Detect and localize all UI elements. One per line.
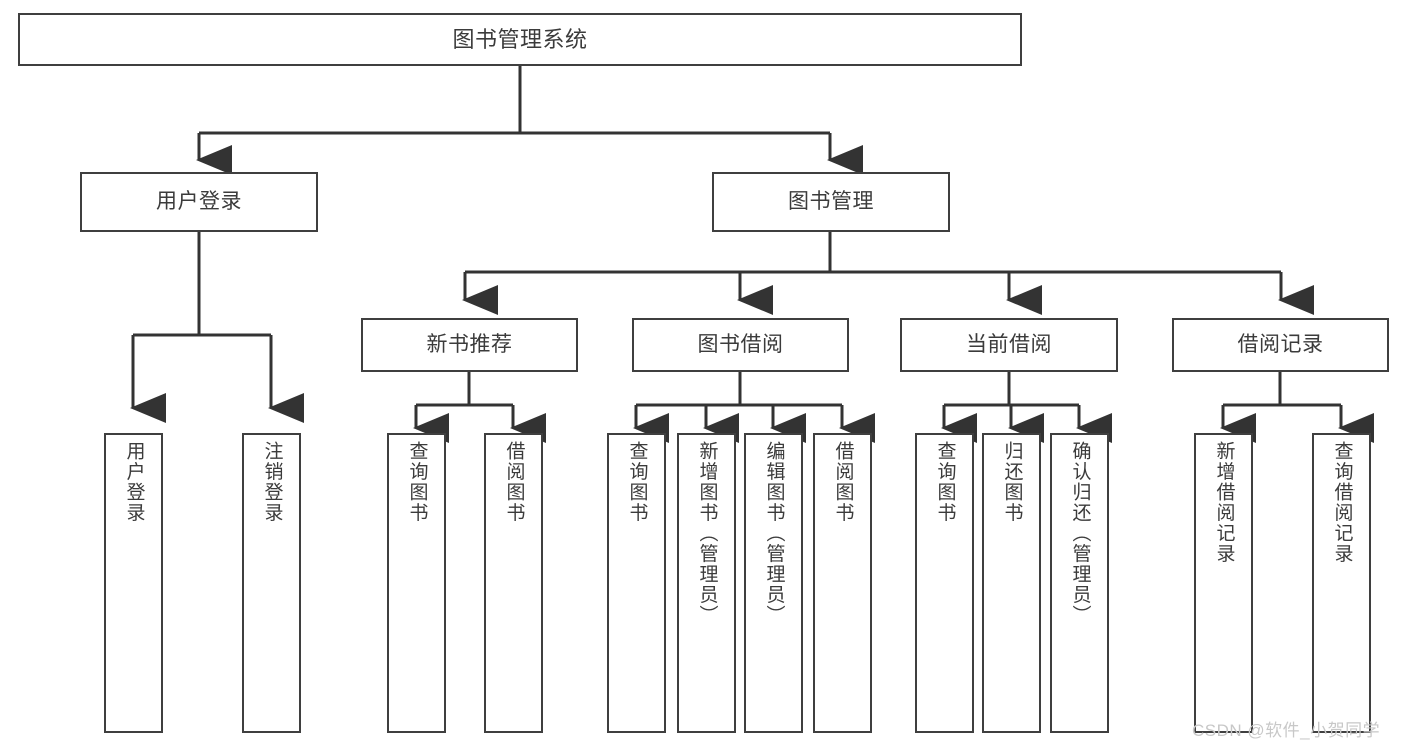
node-label: 借阅图书 bbox=[832, 441, 854, 523]
node-label: 用户登录 bbox=[123, 441, 145, 523]
node-label: 确认归还（管理员） bbox=[1069, 441, 1091, 626]
node-leaf-query-borrow-record[interactable]: 查询借阅记录 bbox=[1312, 433, 1371, 733]
node-label: 查询借阅记录 bbox=[1331, 441, 1353, 564]
node-label: 新增借阅记录 bbox=[1213, 441, 1235, 564]
node-label: 编辑图书（管理员） bbox=[763, 441, 785, 626]
node-user-login[interactable]: 用户登录 bbox=[80, 172, 318, 232]
node-label: 借阅记录 bbox=[1237, 332, 1324, 356]
node-label: 当前借阅 bbox=[966, 332, 1052, 356]
node-book-management[interactable]: 图书管理 bbox=[712, 172, 950, 232]
node-new-book-recommend[interactable]: 新书推荐 bbox=[361, 318, 578, 372]
node-borrow-record[interactable]: 借阅记录 bbox=[1172, 318, 1389, 372]
node-leaf-add-borrow-record[interactable]: 新增借阅记录 bbox=[1194, 433, 1253, 733]
node-label: 归还图书 bbox=[1001, 441, 1023, 523]
node-leaf-borrow-book-recommend[interactable]: 借阅图书 bbox=[484, 433, 543, 733]
node-label: 新增图书（管理员） bbox=[696, 441, 718, 626]
node-leaf-query-book-borrow[interactable]: 查询图书 bbox=[607, 433, 666, 733]
node-leaf-logout[interactable]: 注销登录 bbox=[242, 433, 301, 733]
node-leaf-query-book-recommend[interactable]: 查询图书 bbox=[387, 433, 446, 733]
node-label: 新书推荐 bbox=[426, 332, 513, 356]
node-leaf-add-book-admin[interactable]: 新增图书（管理员） bbox=[677, 433, 736, 733]
node-leaf-user-login[interactable]: 用户登录 bbox=[104, 433, 163, 733]
node-leaf-borrow-book[interactable]: 借阅图书 bbox=[813, 433, 872, 733]
node-leaf-confirm-return-admin[interactable]: 确认归还（管理员） bbox=[1050, 433, 1109, 733]
node-current-borrow[interactable]: 当前借阅 bbox=[900, 318, 1118, 372]
node-label: 查询图书 bbox=[934, 441, 956, 523]
node-label: 查询图书 bbox=[406, 441, 428, 523]
node-label: 图书借阅 bbox=[697, 332, 784, 356]
node-label: 图书管理 bbox=[788, 189, 874, 213]
csdn-watermark: CSDN @软件_小贺同学 bbox=[1192, 721, 1381, 740]
node-root-book-management-system[interactable]: 图书管理系统 bbox=[18, 13, 1022, 66]
node-label: 注销登录 bbox=[261, 441, 283, 523]
node-label: 查询图书 bbox=[626, 441, 648, 523]
node-label: 用户登录 bbox=[156, 189, 242, 213]
node-leaf-edit-book-admin[interactable]: 编辑图书（管理员） bbox=[744, 433, 803, 733]
node-label: 图书管理系统 bbox=[452, 26, 588, 52]
node-leaf-query-book-current[interactable]: 查询图书 bbox=[915, 433, 974, 733]
node-leaf-return-book[interactable]: 归还图书 bbox=[982, 433, 1041, 733]
node-book-borrow[interactable]: 图书借阅 bbox=[632, 318, 849, 372]
node-label: 借阅图书 bbox=[503, 441, 525, 523]
